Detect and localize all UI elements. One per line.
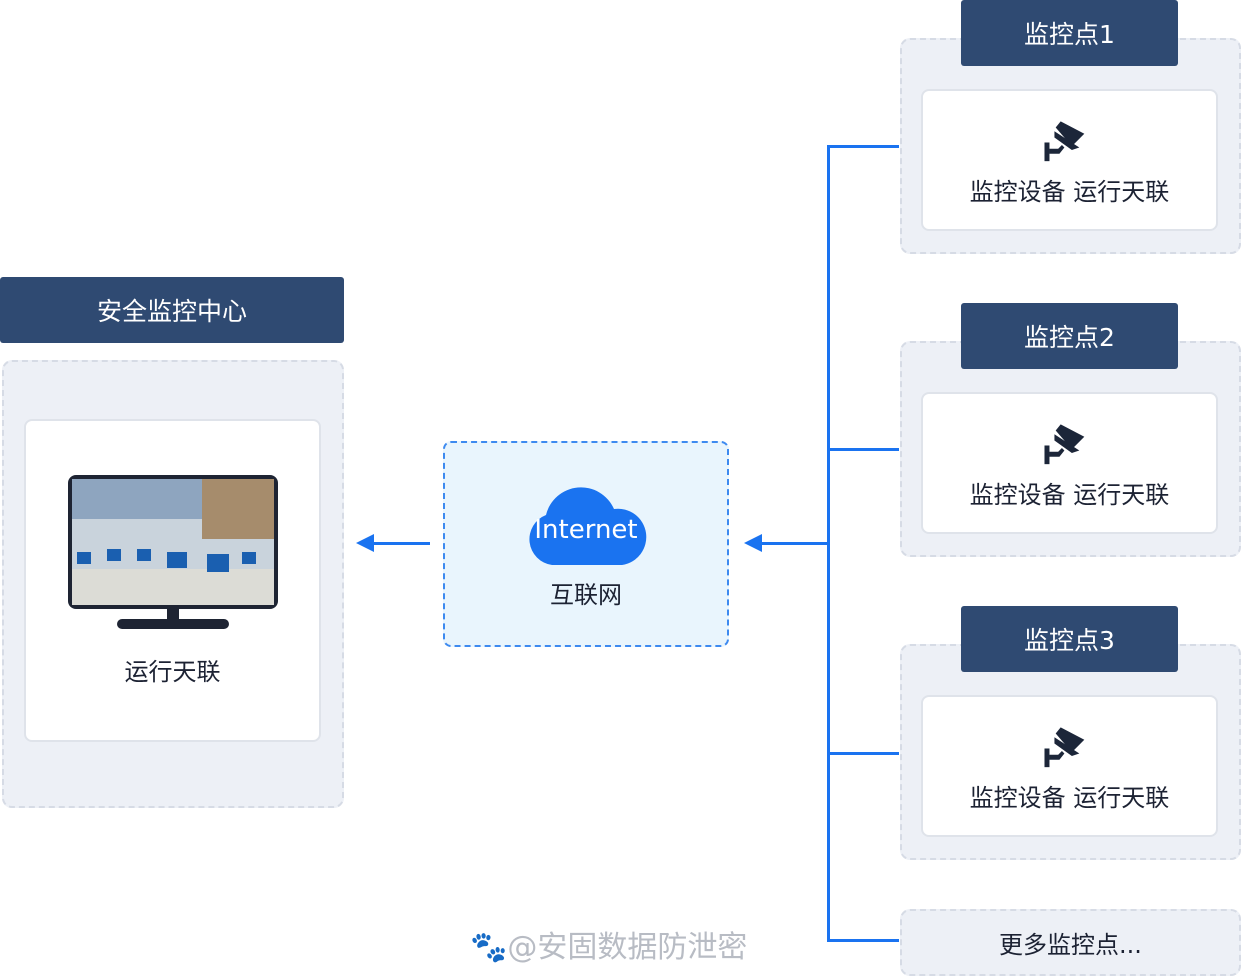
more-sites-panel[interactable]: 更多监控点... — [900, 909, 1241, 976]
arrow-left-icon — [744, 534, 762, 552]
center-label: 运行天联 — [124, 658, 221, 686]
site-title: 监控点1 — [961, 0, 1178, 66]
baidu-paw-icon: 🐾 — [470, 930, 508, 965]
site-card: 监控设备 运行天联 — [921, 392, 1218, 534]
arrow-line-left — [370, 542, 430, 545]
site-label: 监控设备 运行天联 — [969, 783, 1170, 812]
site-card: 监控设备 运行天联 — [921, 89, 1218, 231]
site-card: 监控设备 运行天联 — [921, 695, 1218, 837]
branch-line — [827, 752, 899, 755]
site-title: 监控点2 — [961, 303, 1178, 369]
center-card: 运行天联 — [24, 419, 321, 742]
monitor-icon — [67, 475, 278, 629]
center-title: 安全监控中心 — [0, 277, 344, 343]
camera-icon — [1043, 726, 1084, 767]
arrow-line-right — [758, 542, 830, 545]
branch-line — [827, 145, 899, 148]
internet-label: 互联网 — [550, 580, 622, 609]
site-label: 监控设备 运行天联 — [969, 177, 1170, 206]
arrow-left-icon — [356, 534, 374, 552]
watermark: 🐾@安固数据防泄密 — [470, 930, 748, 965]
site-label: 监控设备 运行天联 — [969, 480, 1170, 509]
camera-icon — [1043, 423, 1084, 464]
internet-box: Internet 互联网 — [443, 441, 729, 647]
branch-line — [827, 939, 899, 942]
branch-line — [827, 448, 899, 451]
trunk-line — [827, 145, 830, 942]
camera-icon — [1043, 120, 1084, 161]
cloud-icon: Internet — [524, 479, 648, 567]
cloud-text: Internet — [534, 514, 638, 545]
more-sites-label: 更多监控点... — [999, 931, 1142, 959]
site-title: 监控点3 — [961, 606, 1178, 672]
